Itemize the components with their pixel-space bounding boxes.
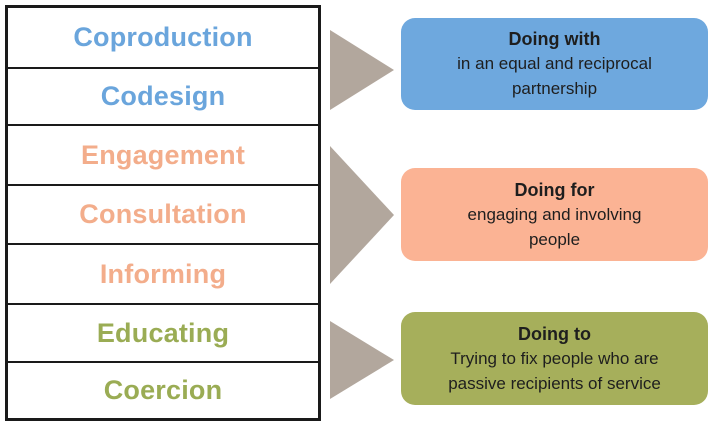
- box-title: Doing for: [514, 179, 595, 200]
- doing-for-box: Doing for engaging and involving people: [401, 168, 708, 261]
- box-description-line: partnership: [511, 79, 598, 98]
- rung-label: Educating: [96, 317, 230, 348]
- rung-label: Consultation: [79, 199, 247, 229]
- ladder-rung-coproduction: Coproduction: [8, 8, 318, 69]
- box-description-line: people: [528, 229, 581, 249]
- box-description-line: in an equal and reciprocal: [457, 54, 652, 73]
- ladder-rung-engagement: Engagement: [8, 126, 318, 186]
- rung-label: Coercion: [103, 375, 223, 405]
- ladder-rung-educating: Educating: [8, 305, 318, 363]
- rung-label: Coproduction: [73, 22, 253, 52]
- participation-ladder: Coproduction Codesign Engagement Consult…: [5, 5, 321, 421]
- box-description-line: passive recipients of service: [448, 373, 661, 393]
- box-title: Doing to: [518, 323, 591, 344]
- doing-to-box: Doing to Trying to fix people who are pa…: [401, 312, 708, 405]
- doing-with-box: Doing with in an equal and reciprocal pa…: [401, 18, 708, 110]
- arrow-right-icon: [330, 321, 394, 399]
- ladder-rung-coercion: Coercion: [8, 363, 318, 418]
- ladder-rung-codesign: Codesign: [8, 69, 318, 126]
- box-title: Doing with: [508, 29, 601, 49]
- rung-label: Engagement: [80, 139, 246, 170]
- rung-label: Informing: [99, 258, 227, 289]
- rung-label: Codesign: [100, 81, 226, 111]
- arrow-right-icon: [330, 30, 394, 110]
- arrow-right-icon: [330, 146, 394, 284]
- box-description-line: engaging and involving: [467, 204, 642, 224]
- box-description-line: Trying to fix people who are: [450, 348, 659, 368]
- ladder-rung-consultation: Consultation: [8, 186, 318, 245]
- ladder-rung-informing: Informing: [8, 245, 318, 305]
